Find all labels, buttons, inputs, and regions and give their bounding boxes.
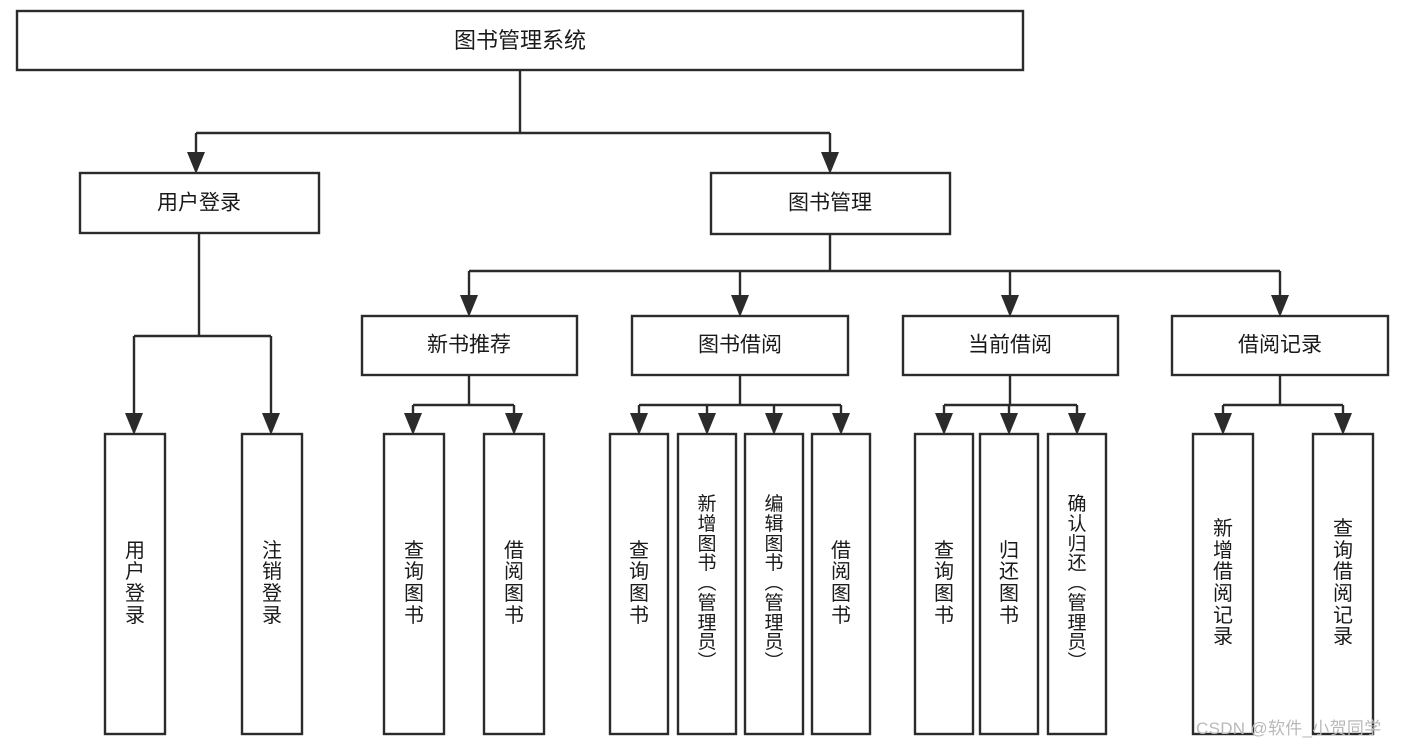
node-new-book-recommend-label: 新书推荐 (427, 334, 511, 357)
leaf-box-borrow-edit[interactable] (743, 432, 805, 736)
leaf-box-newbook-borrow[interactable] (482, 432, 546, 736)
leaf-box-borrow-lend[interactable] (810, 432, 872, 736)
connector-userlogin-to-leaves (125, 233, 280, 435)
leaf-box-current-query[interactable] (913, 432, 975, 736)
node-book-management[interactable]: 图书管理 (709, 171, 952, 236)
node-user-login-label: 用户登录 (157, 192, 241, 215)
node-root-label: 图书管理系统 (454, 28, 586, 53)
leaf-box-record-query[interactable] (1311, 432, 1375, 736)
leaf-box-current-confirm[interactable] (1046, 432, 1108, 736)
connector-currentborrow-to-leaves (935, 375, 1086, 435)
leaf-box-user-logout[interactable] (240, 432, 304, 736)
leaf-box-record-add[interactable] (1191, 432, 1255, 736)
leaf-boxes (103, 432, 1375, 736)
connector-newbook-to-leaves (404, 375, 523, 435)
leaf-box-borrow-query[interactable] (608, 432, 670, 736)
connector-bookborrow-to-leaves (630, 375, 850, 435)
node-current-borrow-label: 当前借阅 (968, 334, 1052, 357)
node-book-borrow[interactable]: 图书借阅 (630, 314, 850, 377)
node-borrow-record-label: 借阅记录 (1238, 334, 1322, 357)
node-borrow-record[interactable]: 借阅记录 (1170, 314, 1390, 377)
node-new-book-recommend[interactable]: 新书推荐 (360, 314, 579, 377)
connector-borrowrecord-to-leaves (1214, 375, 1352, 435)
leaf-box-borrow-add[interactable] (676, 432, 738, 736)
node-root[interactable]: 图书管理系统 (15, 9, 1025, 72)
node-current-borrow[interactable]: 当前借阅 (901, 314, 1120, 377)
connector-root-to-level2 (187, 70, 839, 174)
node-book-management-label: 图书管理 (788, 192, 872, 215)
leaf-box-newbook-query[interactable] (382, 432, 446, 736)
connector-bookmgmt-to-level3 (460, 234, 1289, 317)
leaf-box-user-login[interactable] (103, 432, 167, 736)
node-book-borrow-label: 图书借阅 (698, 334, 782, 357)
node-user-login[interactable]: 用户登录 (78, 171, 321, 235)
leaf-box-current-return[interactable] (978, 432, 1040, 736)
csdn-watermark: CSDN @软件_小贺同学 (1196, 719, 1382, 738)
